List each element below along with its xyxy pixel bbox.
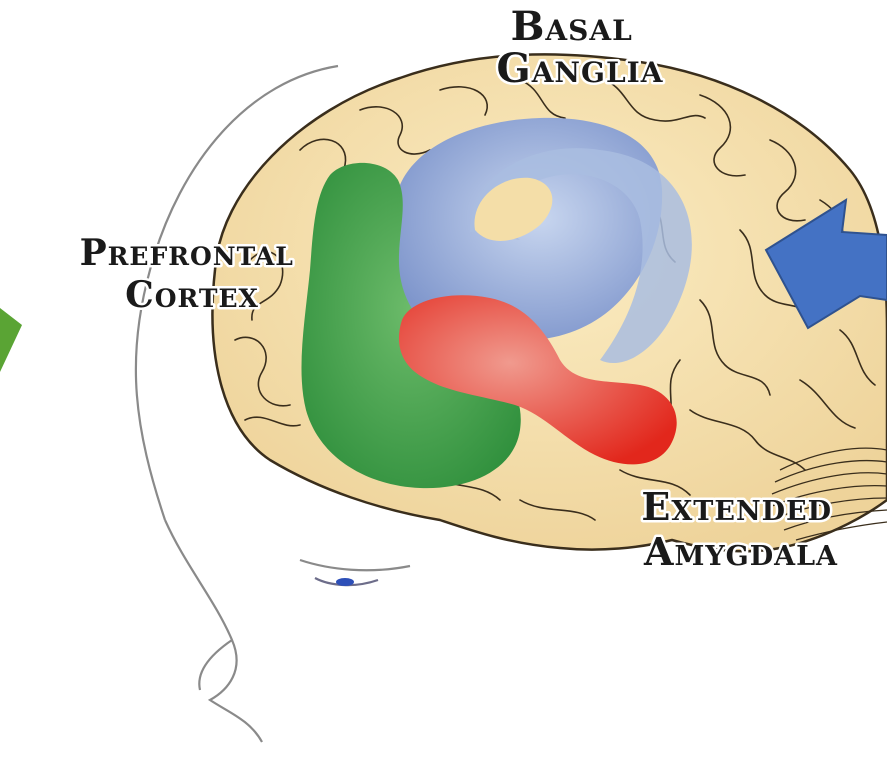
prefrontal-cortex-label-line2: Cortex <box>125 274 259 316</box>
eye-iris <box>336 578 354 586</box>
basal-ganglia-label-line2: Ganglia <box>497 45 664 92</box>
basal-ganglia-label: Basal Ganglia <box>497 3 664 92</box>
brow-outline <box>300 560 410 570</box>
extended-amygdala-label-line1: Extended <box>641 484 832 529</box>
basal-ganglia-label-line1: Basal <box>511 3 633 50</box>
face-outline <box>165 520 262 742</box>
prefrontal-cortex-label-line1: Prefrontal <box>80 232 294 274</box>
nose-outline <box>199 640 232 690</box>
extended-amygdala-label: Extended Amygdala <box>641 484 838 574</box>
extended-amygdala-label-line2: Amygdala <box>643 529 838 574</box>
green-arrow <box>0 308 22 372</box>
